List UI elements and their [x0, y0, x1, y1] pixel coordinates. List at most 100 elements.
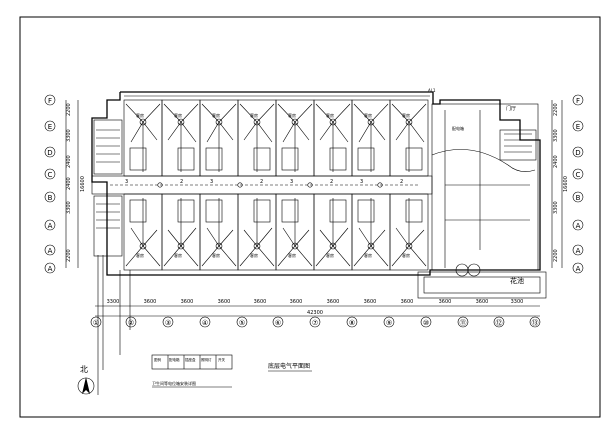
legend-cell: 照明灯 — [201, 357, 212, 362]
axis-label-bottom: ⑧ — [349, 319, 355, 327]
room-label: 客房 — [212, 112, 220, 118]
axis-label-left: B — [48, 194, 53, 202]
side-dimension: 2400 — [553, 155, 559, 168]
side-dimension: 3300 — [66, 201, 72, 214]
total-dimension: 42300 — [307, 310, 323, 316]
axis-label-left: A — [48, 222, 53, 230]
legend-cell: 图例 — [154, 357, 161, 362]
axis-label-right: A — [576, 247, 581, 255]
bay-dimension: 3600 — [144, 299, 157, 305]
axis-label-bottom: ② — [128, 319, 134, 327]
north-arrow: 北 — [77, 365, 95, 395]
room-label: 客房 — [174, 112, 182, 118]
left-axis-column: F E D C B A A A 2200 3300 2400 2400 3300… — [44, 94, 86, 274]
axis-label-right: B — [576, 194, 581, 202]
axis-label-bottom: ③ — [165, 319, 171, 327]
bay-dimension: 3600 — [218, 299, 231, 305]
room-label: 客房 — [136, 252, 144, 258]
bay-dimension: 3600 — [254, 299, 267, 305]
room-label: 客房 — [364, 112, 372, 118]
bay-dimension: 3600 — [181, 299, 194, 305]
north-label: 北 — [80, 365, 88, 374]
corridor-number: 3 — [210, 179, 213, 185]
bay-dimension: 3300 — [107, 299, 120, 305]
side-dimension: 3300 — [553, 129, 559, 142]
side-dimension: 3300 — [553, 201, 559, 214]
corridor-number: 2 — [330, 179, 333, 185]
side-dimension: 3300 — [66, 129, 72, 142]
axis-label-left: C — [48, 171, 53, 179]
room-label: 客房 — [250, 252, 258, 258]
axis-label-bottom: ④ — [202, 319, 208, 327]
west-stair — [93, 119, 123, 257]
legend-cell: 插座盒 — [185, 357, 196, 362]
axis-label-right: F — [576, 97, 580, 105]
bay-dimension: 3300 — [511, 299, 524, 305]
axis-label-bottom: ⑬ — [532, 319, 539, 327]
depth-dimension: 16600 — [563, 176, 569, 192]
axis-label-right: E — [576, 123, 580, 131]
flower-bed-label: 花池 — [510, 276, 524, 285]
bay-dimension: 3600 — [476, 299, 489, 305]
east-lobby: 门厅 配电箱 花池 AL1 — [428, 88, 539, 285]
side-dimension: 2200 — [553, 103, 559, 116]
axis-label-bottom: ⑦ — [312, 319, 318, 327]
room-label: 客房 — [212, 252, 220, 258]
room-label: 客房 — [174, 252, 182, 258]
room-label: 客房 — [326, 112, 334, 118]
lower-room-row: 客房 客房 客房 客房 客房 客房 客房 客房 — [123, 193, 429, 271]
axis-label-bottom: ① — [93, 319, 99, 327]
bay-dimension: 3600 — [290, 299, 303, 305]
axis-label-left: A — [48, 247, 53, 255]
corridor-number: 2 — [260, 179, 263, 185]
room-label: 客房 — [136, 112, 144, 118]
bay-dimension: 3600 — [439, 299, 452, 305]
service-lines — [97, 255, 131, 395]
bay-dimension-row: 3300 3600 3600 3600 3600 3600 3600 3600 … — [107, 299, 524, 305]
room-label: 客房 — [326, 252, 334, 258]
axis-label-right: C — [576, 171, 581, 179]
corridor-number: 3 — [290, 179, 293, 185]
bay-dimension: 3600 — [327, 299, 340, 305]
legend-table: 图例 配电箱 插座盒 照明灯 开关 卫生间等电位箱安装详图 — [151, 354, 233, 388]
legend-cell: 开关 — [218, 357, 225, 362]
room-label: 客房 — [402, 252, 410, 258]
axis-label-bottom: ⑩ — [423, 319, 429, 327]
bay-dimension: 3600 — [401, 299, 414, 305]
axis-label-left: E — [48, 123, 52, 131]
drawing-frame — [19, 16, 601, 418]
axis-label-right: A — [576, 222, 581, 230]
corridor-number: 2 — [180, 179, 183, 185]
corridor-number: 3 — [125, 179, 128, 185]
room-label: 客房 — [288, 252, 296, 258]
axis-label-left: A — [48, 265, 53, 273]
guest-room — [389, 193, 429, 271]
corridor: 2 3 2 3 2 3 2 3 — [91, 175, 433, 195]
axis-label-left: D — [47, 149, 52, 157]
corridor-number: 3 — [360, 179, 363, 185]
legend-cell: 配电箱 — [169, 357, 180, 362]
corner-room-label: 门厅 — [506, 105, 516, 112]
bay-dimension: 3600 — [364, 299, 377, 305]
corridor-number: 2 — [400, 179, 403, 185]
axis-label-left: F — [48, 97, 52, 105]
axis-label-right: A — [576, 265, 581, 273]
axis-label-bottom: ⑥ — [275, 319, 281, 327]
side-dimension: 2200 — [66, 103, 72, 116]
room-label: 客房 — [250, 112, 258, 118]
legend-caption: 卫生间等电位箱安装详图 — [152, 380, 196, 386]
building-outline — [91, 91, 547, 299]
room-label: 客房 — [364, 252, 372, 258]
axis-label-bottom: ⑫ — [496, 319, 503, 327]
axis-label-bottom: ⑨ — [386, 319, 392, 327]
depth-dimension: 16600 — [80, 176, 86, 192]
side-dimension: 2400 — [66, 177, 72, 190]
distribution-label: AL1 — [428, 88, 436, 93]
side-dimension: 2200 — [553, 249, 559, 262]
right-axis-column: F E D C B A A A 2200 3300 2400 3300 2200… — [551, 94, 584, 274]
guest-room — [389, 99, 429, 177]
axis-label-bottom: ⑤ — [239, 319, 245, 327]
axis-label-right: D — [575, 149, 580, 157]
drawing-title-text: 底层电气平面图 — [268, 362, 310, 370]
